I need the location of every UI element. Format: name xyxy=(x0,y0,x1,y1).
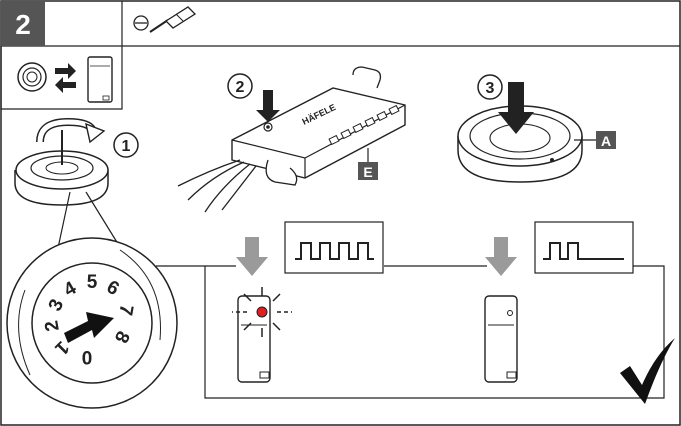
swap-arrows-icon xyxy=(55,63,76,93)
press-arrow-icon xyxy=(256,90,280,122)
remote-transmitter-small xyxy=(87,56,113,103)
dial-digit-5: 5 xyxy=(87,272,98,293)
controller-box: HÄFELE xyxy=(231,66,406,186)
callout-3-label: 3 xyxy=(486,80,495,97)
sensor-puck-left xyxy=(14,130,109,206)
badge-a: A xyxy=(596,131,616,149)
zoom-line-left xyxy=(57,191,71,249)
badge-a-label: A xyxy=(601,133,611,149)
pulse-signal-box-1 xyxy=(284,221,384,274)
swap-panel-frame xyxy=(0,46,123,110)
gray-arrow-right xyxy=(485,237,517,276)
callout-1: 1 xyxy=(113,132,139,158)
power-cables xyxy=(177,159,257,213)
callout-1-label: 1 xyxy=(122,138,131,155)
checkmark-icon xyxy=(620,338,675,404)
round-device-icon xyxy=(17,62,47,92)
dial-digit-2: 2 xyxy=(41,319,64,333)
screwdriver-icon xyxy=(133,6,197,33)
connector-sockets xyxy=(328,104,400,146)
step-number: 2 xyxy=(15,9,31,40)
dial-digit-0: 0 xyxy=(82,346,93,367)
rotate-arrow-icon xyxy=(36,117,106,144)
dial-pointer-arrow xyxy=(64,312,114,343)
press-arrow-icon-2 xyxy=(498,82,534,134)
result-panel-frame xyxy=(156,265,665,399)
badge-e: E xyxy=(358,162,378,180)
callout-3: 3 xyxy=(477,74,503,100)
dial-digit-7: 7 xyxy=(114,303,137,317)
step-badge xyxy=(1,1,45,46)
badge-e-label: E xyxy=(363,164,372,180)
pulse-signal-box-2 xyxy=(534,221,634,274)
callout-2-label: 2 xyxy=(236,79,245,96)
led-blink-icon xyxy=(232,287,292,337)
gray-arrow-left xyxy=(236,237,268,276)
callout-2: 2 xyxy=(227,73,253,99)
remote-transmitter-idle xyxy=(484,295,518,383)
